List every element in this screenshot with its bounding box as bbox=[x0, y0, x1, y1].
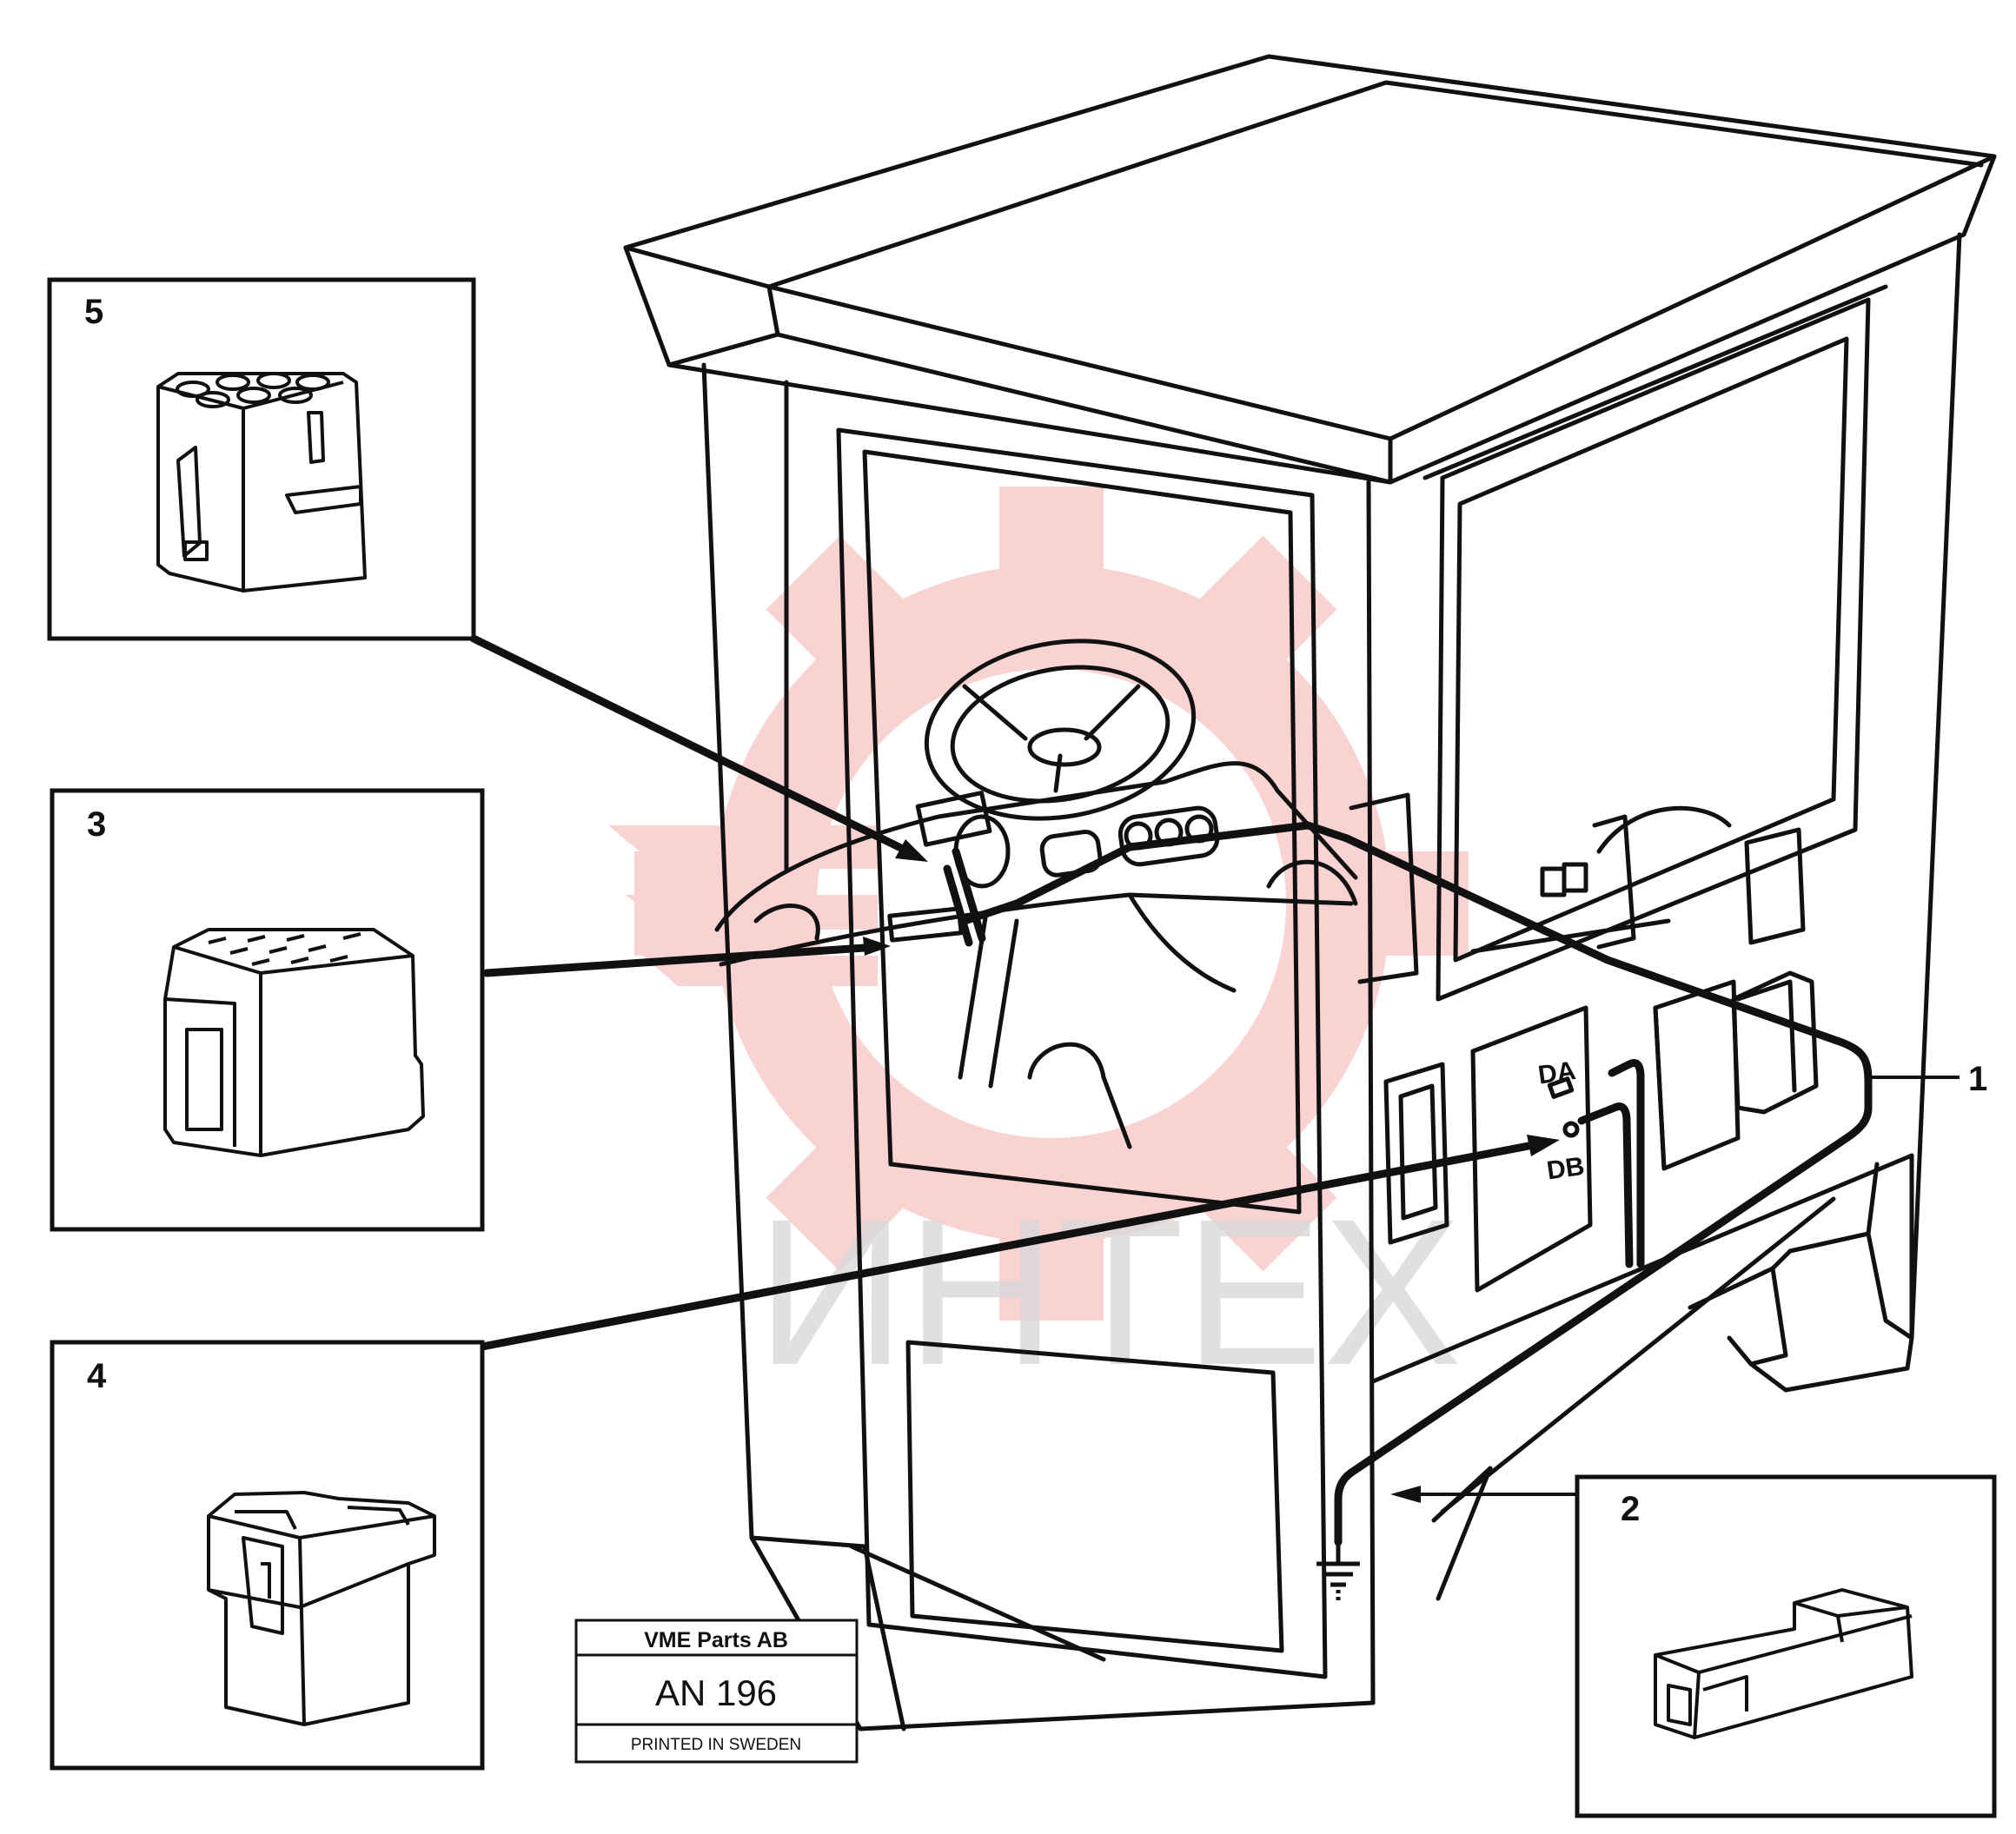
watermark-text: ИНТЕХ bbox=[756, 1175, 1462, 1408]
main-harness-1 bbox=[960, 821, 1873, 1546]
callout-number-5: 5 bbox=[84, 293, 103, 331]
leader-lines bbox=[469, 634, 1551, 1351]
connector-5-icon bbox=[156, 372, 367, 593]
callout-box-2: 2 bbox=[1575, 1474, 1997, 1818]
side-console bbox=[1349, 792, 1819, 1171]
panel-label-da: DA bbox=[1536, 1056, 1578, 1090]
callout-box-5: 5 bbox=[47, 277, 476, 641]
parts-stamp: VME Parts AB AN 196 PRINTED IN SWEDEN bbox=[574, 1619, 859, 1764]
callout-number-1: 1 bbox=[1968, 1060, 1987, 1098]
connector-2-icon bbox=[1654, 1588, 1913, 1739]
callout-number-3: 3 bbox=[87, 805, 106, 844]
panel-harness bbox=[1608, 1059, 1645, 1268]
cab-illustration bbox=[623, 54, 1997, 1731]
cab-base bbox=[1370, 1153, 1914, 1601]
stamp-footer: PRINTED IN SWEDEN bbox=[631, 1736, 801, 1754]
watermark: ИНТЕХ bbox=[608, 487, 1469, 1408]
connector-3-icon bbox=[163, 928, 425, 1157]
stamp-code: AN 196 bbox=[655, 1672, 777, 1713]
door-handle bbox=[1383, 1062, 1449, 1245]
stamp-company: VME Parts AB bbox=[644, 1628, 788, 1652]
cab-roof bbox=[623, 54, 1997, 485]
arrow-4 bbox=[1527, 1135, 1560, 1156]
connector-4-icon bbox=[207, 1491, 436, 1726]
callout-box-3: 3 bbox=[50, 788, 485, 1232]
leader-lines-thin bbox=[1408, 1076, 1960, 1496]
arrow-3 bbox=[863, 937, 891, 956]
arrow-5 bbox=[895, 839, 928, 862]
leader-3 bbox=[482, 943, 882, 977]
leader-4 bbox=[478, 1138, 1551, 1351]
side-window bbox=[1422, 284, 1888, 1002]
panel-harness-2 bbox=[1577, 1102, 1634, 1268]
door-frame bbox=[836, 427, 1328, 1679]
panel-label-db: DB bbox=[1545, 1152, 1587, 1186]
callout-box-4: 4 bbox=[50, 1340, 485, 1771]
branch-harness-a bbox=[952, 847, 986, 943]
wiring-harness bbox=[943, 821, 1873, 1546]
electrical-panel bbox=[1470, 1005, 1593, 1293]
branch-harness-b bbox=[943, 864, 973, 947]
callout-number-4: 4 bbox=[87, 1357, 107, 1395]
ground-icon bbox=[1316, 1542, 1360, 1603]
callout-number-2: 2 bbox=[1621, 1490, 1640, 1528]
arrow-heads bbox=[863, 839, 1560, 1503]
leader-5 bbox=[469, 634, 921, 860]
arrow-2 bbox=[1390, 1486, 1421, 1503]
